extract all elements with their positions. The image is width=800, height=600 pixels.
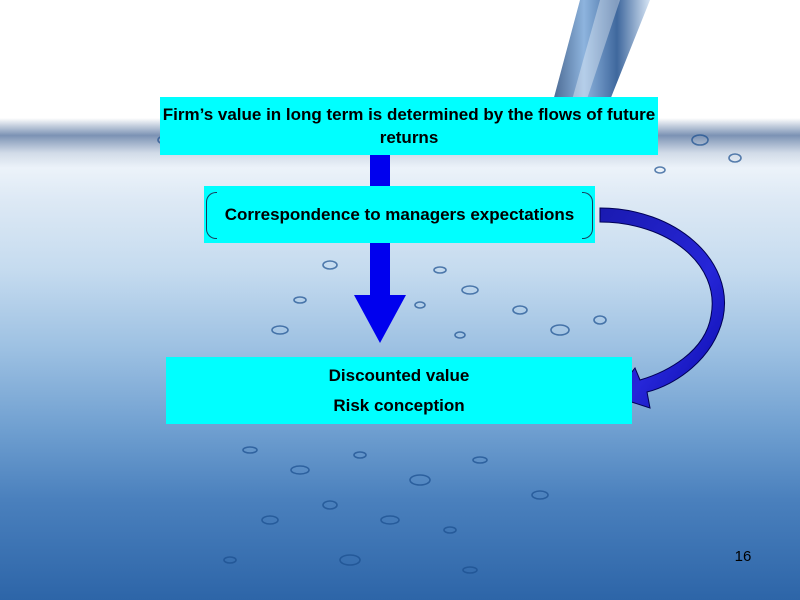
down-arrow-icon	[354, 155, 406, 343]
left-brace	[206, 192, 217, 239]
risk-conception-text: Risk conception	[333, 395, 465, 415]
page-number: 16	[734, 548, 752, 565]
firm-value-box: Firm’s value in long term is determined …	[160, 97, 658, 155]
managers-expectations-text: Correspondence to managers expectations	[224, 205, 575, 224]
managers-expectations-box: Correspondence to managers expectations	[204, 186, 595, 243]
discounted-value-text: Discounted value	[328, 365, 470, 385]
discounted-value-box: Discounted value Risk conception	[166, 357, 632, 424]
firm-value-text: Firm’s value in long term is determined …	[162, 105, 656, 147]
right-brace	[582, 192, 593, 239]
